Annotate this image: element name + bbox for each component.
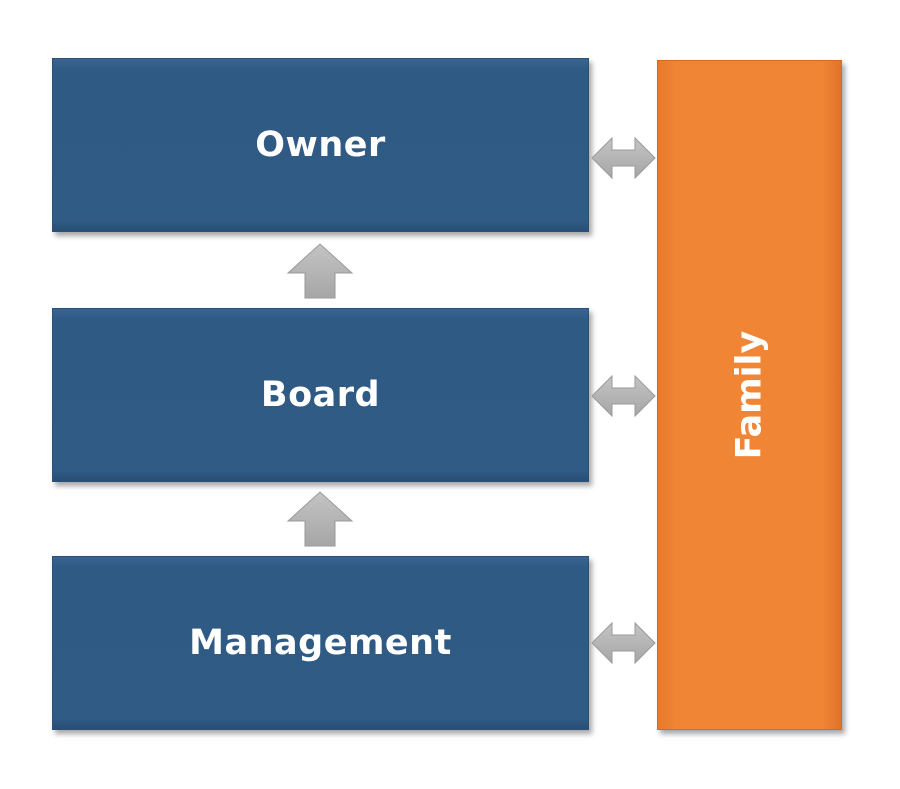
double-arrow-owner-family bbox=[591, 136, 656, 180]
up-arrow-board-to-owner bbox=[286, 243, 354, 299]
double-arrow-management-family bbox=[591, 621, 656, 665]
board-box: Board bbox=[52, 308, 589, 482]
management-box: Management bbox=[52, 556, 589, 730]
management-label: Management bbox=[189, 623, 452, 663]
up-arrow-management-to-board bbox=[286, 491, 354, 547]
board-label: Board bbox=[260, 375, 381, 415]
owner-box: Owner bbox=[52, 58, 589, 232]
family-bar: Family bbox=[657, 60, 842, 730]
double-arrow-board-family bbox=[591, 374, 656, 418]
owner-label: Owner bbox=[255, 125, 386, 165]
family-label: Family bbox=[729, 330, 770, 460]
